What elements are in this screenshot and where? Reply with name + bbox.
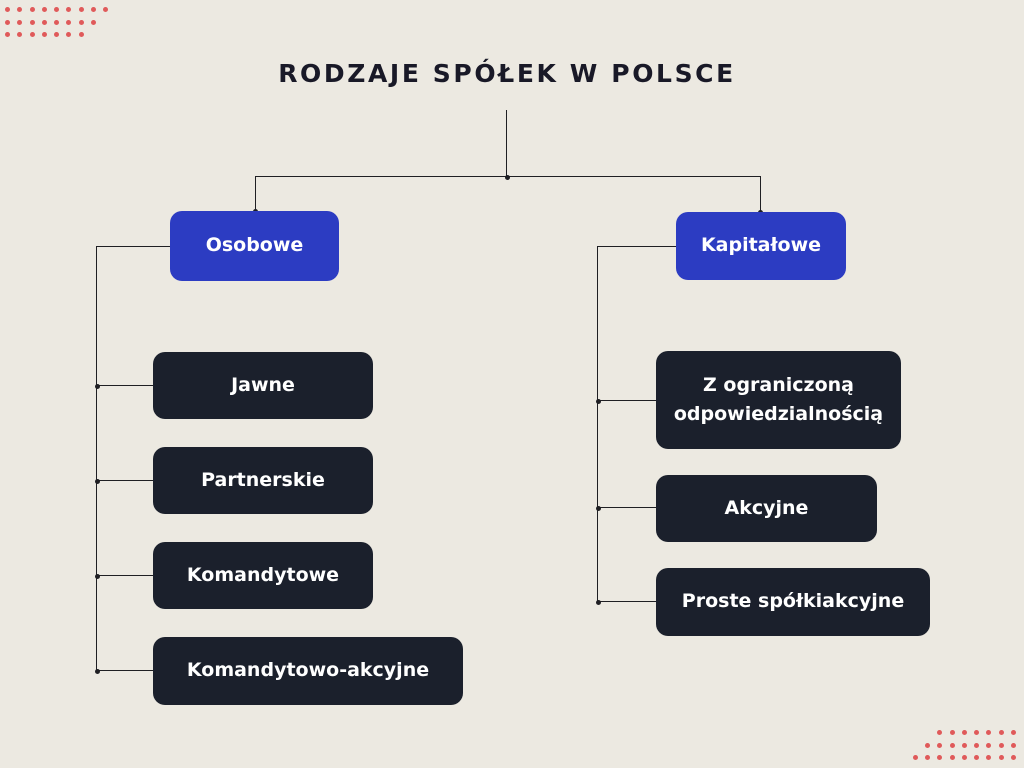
connector-right-stub-1 [597, 400, 656, 402]
junction-dot [94, 383, 100, 389]
connector-left-stub-1 [96, 385, 153, 387]
connector-stub-right [760, 176, 762, 212]
type-box-komandytowo-akcyjne: Komandytowo-akcyjne [153, 637, 463, 705]
decor-dots-bottom-right [912, 730, 1016, 760]
page-title: RODZAJE SPÓŁEK W POLSCE [278, 59, 736, 88]
type-box-z-ograniczona: Z ograniczoną odpowiedzialnością [656, 351, 901, 449]
junction-dot [94, 478, 100, 484]
category-box-kapitalowe: Kapitałowe [676, 212, 846, 280]
connector-left-stub-4 [96, 670, 153, 672]
decor-dots-top-left [5, 7, 109, 37]
connector-right-trunk [597, 246, 599, 602]
type-label: Z ograniczoną odpowiedzialnością [673, 373, 884, 425]
junction-dot [504, 174, 510, 180]
connector-root-vertical [506, 110, 508, 177]
type-box-partnerskie: Partnerskie [153, 447, 373, 514]
connector-left-to-osobowe [96, 246, 170, 248]
type-label: Komandytowo-akcyjne [186, 659, 430, 682]
type-box-proste: Proste spółkiakcyjne [656, 568, 930, 636]
type-box-jawne: Jawne [153, 352, 373, 419]
connector-right-stub-2 [597, 507, 656, 509]
junction-dot [595, 398, 601, 404]
junction-dot [94, 668, 100, 674]
connector-left-stub-2 [96, 480, 153, 482]
junction-dot [595, 505, 601, 511]
junction-dot [94, 573, 100, 579]
type-box-akcyjne: Akcyjne [656, 475, 877, 542]
category-label: Osobowe [205, 234, 304, 257]
type-box-komandytowe: Komandytowe [153, 542, 373, 609]
category-box-osobowe: Osobowe [170, 211, 339, 281]
type-label: Akcyjne [724, 496, 809, 519]
connector-left-trunk [96, 246, 98, 671]
type-label: Komandytowe [186, 563, 340, 586]
category-label: Kapitałowe [700, 234, 822, 257]
type-label: Partnerskie [201, 468, 325, 491]
type-label: Jawne [231, 373, 295, 396]
junction-dot [595, 599, 601, 605]
connector-right-to-kapitalowe [597, 246, 676, 248]
connector-left-stub-3 [96, 575, 153, 577]
connector-stub-left [254, 176, 256, 212]
connector-right-stub-3 [597, 601, 656, 603]
type-label: Proste spółkiakcyjne [681, 590, 905, 613]
